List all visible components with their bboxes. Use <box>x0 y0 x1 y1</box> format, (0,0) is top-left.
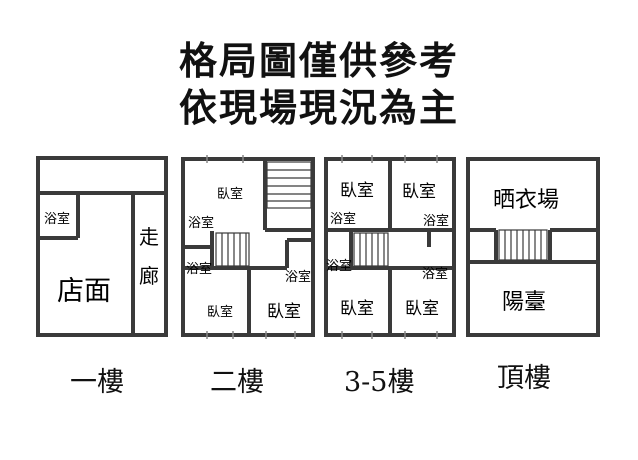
floor-label-roof: 頂樓 <box>497 363 551 394</box>
room-terrace-roof: 陽臺 <box>502 290 546 315</box>
room-bath-2f-3: 浴室 <box>285 269 311 285</box>
windows-3-5f <box>341 155 438 339</box>
room-bed-2f-3: 臥室 <box>267 302 301 322</box>
room-bed-2f-2: 臥室 <box>207 304 233 320</box>
room-bed-2f-1: 臥室 <box>217 186 243 202</box>
room-laundry-roof: 晒衣場 <box>493 188 559 213</box>
windows-2f <box>206 155 296 339</box>
room-bath-3-5f-1: 浴室 <box>330 211 356 227</box>
room-corridor-1f-top: 走 <box>139 225 159 249</box>
room-bath-3-5f-3: 浴室 <box>326 258 352 274</box>
floor-label-1f: 一樓 <box>70 367 124 398</box>
floor-label-3-5f: 3-5樓 <box>344 367 415 398</box>
floor-plan-roof <box>466 157 600 337</box>
floor-plan-2f <box>181 157 315 337</box>
stairs-3-5f <box>353 232 389 267</box>
room-bath-3-5f-4: 浴室 <box>422 266 448 282</box>
stairs-2f <box>215 161 312 267</box>
room-corridor-1f-bottom: 廊 <box>139 264 159 288</box>
heading-line-2: 依現場現況為主 <box>178 86 459 130</box>
heading-line-1: 格局圖僅供參考 <box>178 39 459 83</box>
room-bath-3-5f-2: 浴室 <box>423 213 449 229</box>
room-bath-2f-1: 浴室 <box>188 215 214 231</box>
floor-plan-3-5f <box>324 157 456 337</box>
room-shop-1f: 店面 <box>57 276 111 307</box>
room-bed-3-5f-2: 臥室 <box>402 182 436 202</box>
room-bed-3-5f-1: 臥室 <box>340 181 374 201</box>
floor-label-2f: 二樓 <box>210 367 264 398</box>
stairs-roof <box>498 229 548 261</box>
floor-plan-1f <box>36 156 168 337</box>
room-bed-3-5f-4: 臥室 <box>405 299 439 319</box>
room-bath-1f: 浴室 <box>44 211 70 227</box>
room-bed-3-5f-3: 臥室 <box>340 299 374 319</box>
room-bath-2f-2: 浴室 <box>186 261 212 277</box>
